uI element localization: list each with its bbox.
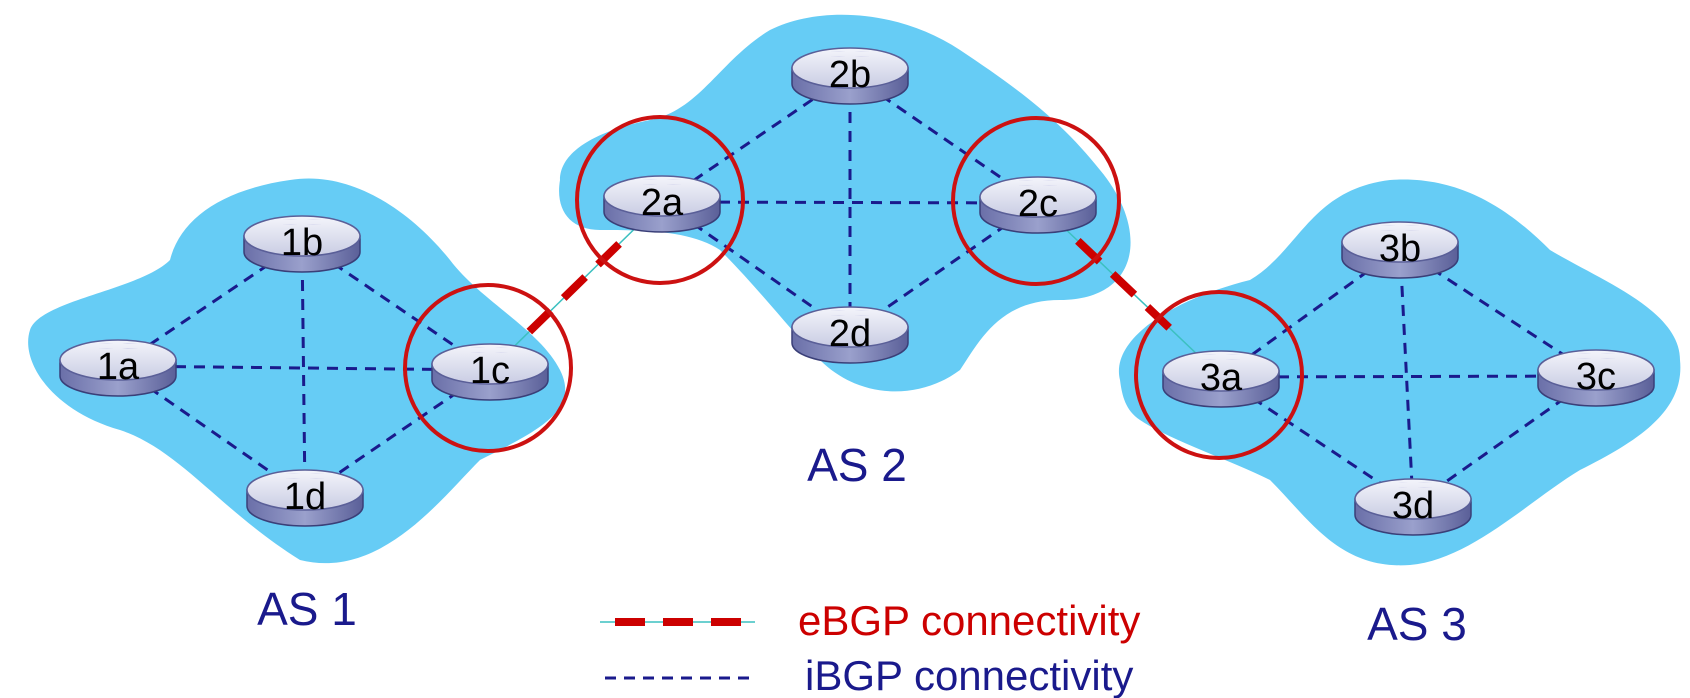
routers: 1a 1b 1c 1d 2a 2b 2c 2d 3a 3b 3c 3d (59, 47, 1655, 536)
gateway-circle-1c (403, 283, 573, 453)
router-top (1354, 478, 1472, 520)
router-label-1c: 1c (470, 350, 510, 392)
router-1b: 1b (243, 215, 361, 273)
router-label-2c: 2c (1018, 183, 1058, 225)
ebgp-links (526, 237, 1181, 339)
router-2d: 2d (791, 306, 909, 364)
legend-ebgp-label: eBGP connectivity (798, 597, 1140, 644)
as3-cloud (1118, 179, 1681, 566)
router-1a: 1a (59, 339, 177, 397)
router-3a: 3a (1162, 350, 1280, 408)
router-2a: 2a (603, 175, 721, 233)
router-label-2b: 2b (829, 54, 871, 96)
as2-label: AS 2 (807, 439, 907, 491)
as1-label: AS 1 (257, 583, 357, 635)
ebgp-link-2c-3a (1075, 237, 1181, 339)
ibgp-link-3a-3c (1220, 374, 1597, 379)
router-top (603, 175, 721, 217)
router-3d: 3d (1354, 478, 1472, 536)
gateway-circle-3a (1134, 290, 1304, 460)
legend: eBGP connectivity iBGP connectivity (600, 597, 1140, 698)
router-1d: 1d (246, 469, 364, 527)
router-3c: 3c (1537, 349, 1655, 407)
router-label-1d: 1d (284, 476, 326, 518)
ibgp-link-2a-2c (661, 200, 1039, 205)
router-2b: 2b (791, 47, 909, 105)
gateway-highlights (403, 115, 1304, 460)
router-label-3c: 3c (1576, 356, 1616, 398)
router-label-3d: 3d (1392, 485, 1434, 527)
router-2c: 2c (979, 176, 1097, 234)
ebgp-link-1c-2a (526, 241, 622, 335)
as2-cloud (559, 14, 1131, 392)
router-top (243, 215, 361, 257)
ibgp-link-1a-1c (117, 364, 491, 372)
router-label-1a: 1a (97, 346, 140, 388)
as1-cloud (28, 178, 566, 564)
router-3b: 3b (1341, 221, 1459, 279)
gateway-circle-2a (575, 115, 745, 285)
router-top (1341, 221, 1459, 263)
router-label-2a: 2a (641, 182, 684, 224)
router-top (979, 176, 1097, 218)
router-label-2d: 2d (829, 313, 871, 355)
router-top (246, 469, 364, 511)
legend-ibgp-label: iBGP connectivity (805, 652, 1133, 698)
ibgp-link-3b-3d (1398, 247, 1415, 506)
router-label-3b: 3b (1379, 228, 1421, 270)
ibgp-link-1b-1d (300, 241, 307, 497)
router-top (791, 47, 909, 89)
as3-label: AS 3 (1367, 598, 1467, 650)
router-top (59, 339, 177, 381)
router-top (791, 306, 909, 348)
router-label-1b: 1b (281, 222, 323, 264)
router-1c: 1c (431, 343, 549, 401)
router-top (1162, 350, 1280, 392)
router-label-3a: 3a (1200, 357, 1243, 399)
router-top (431, 343, 549, 385)
gateway-circle-2c (951, 116, 1121, 286)
router-top (1537, 349, 1655, 391)
